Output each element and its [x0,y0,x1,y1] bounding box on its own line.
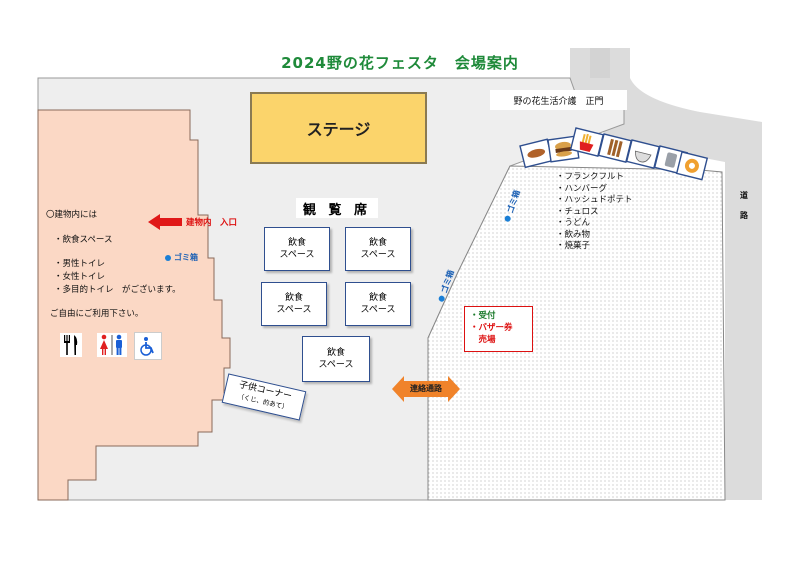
food-space: 飲食 スペース [261,282,327,326]
cookie-icon [675,151,709,181]
stall-item: ・ハッシュドポテト [556,195,633,205]
trash-icon [165,254,171,261]
reception-line: ・バザー券 [470,323,513,333]
entrance-label: 建物内 入口 [186,218,238,228]
building-item: ・女性トイレ [54,272,106,282]
building-note: ご自由にご利用下さい。 [50,309,144,319]
food-space-label: 飲食 [284,293,303,303]
main-gate-label: 野の花生活介護 正門 [490,90,627,110]
passage-label: 連絡通路 [410,384,442,393]
food-space-label: スペース [360,305,396,315]
fries-icon [569,127,605,157]
food-space: 飲食 スペース [302,336,370,382]
stage: ステージ [250,92,427,164]
udon-icon [625,139,661,169]
stall-item: ・フランクフルト [556,172,625,182]
passage-arrow [392,376,460,402]
food-space: 飲食 スペース [345,227,411,271]
trash-text: ゴミ箱 [174,253,198,262]
page-title: 2024野の花フェスタ 会場案内 [281,54,519,72]
building [37,109,231,501]
trash-bin-label: ゴミ箱 [165,252,198,263]
food-space-label: 飲食 [368,293,387,303]
building-item: ・多目的トイレ がございます。 [54,285,181,295]
food-space-label: 飲食 [287,238,306,248]
restroom-icon [97,333,127,357]
food-space-label: 飲食 [326,348,345,358]
sausage-icon [519,138,554,169]
road-label: 道 [740,191,748,200]
dining-icon [60,333,82,357]
food-space-label: 飲食 [368,238,387,248]
food-space: 飲食 スペース [345,282,411,326]
stall-item: ・うどん [556,218,591,228]
building-item: ・男性トイレ [54,259,106,269]
building-heading: 〇建物内には [46,210,98,220]
stall-item: ・チュロス [556,206,599,217]
stall-icons [519,127,709,181]
stall-list: ・フランクフルト ・ハンバーグ ・ハッシュドポテト ・チュロス ・うどん ・飲み… [556,172,633,253]
food-space-label: スペース [276,305,312,315]
reception-line: 売場 [470,335,496,345]
food-space-label: スペース [318,360,354,370]
seating-label: 観 覧 席 [296,198,378,218]
stall-item: ・焼菓子 [556,241,591,251]
food-space-label: スペース [279,250,315,260]
food-space-label: スペース [360,250,396,260]
reception-line: ・受付 [470,311,496,321]
stall-item: ・ハンバーグ [556,183,608,194]
building-item: ・飲食スペース [54,235,113,245]
food-space: 飲食 スペース [264,227,330,271]
churros-icon [597,133,633,163]
entrance-arrow [148,214,182,230]
road-label: 路 [740,211,748,220]
stall-item: ・飲み物 [556,229,591,240]
accessible-icon [134,332,162,360]
reception-box: ・受付 ・バザー券 売場 [464,306,533,352]
